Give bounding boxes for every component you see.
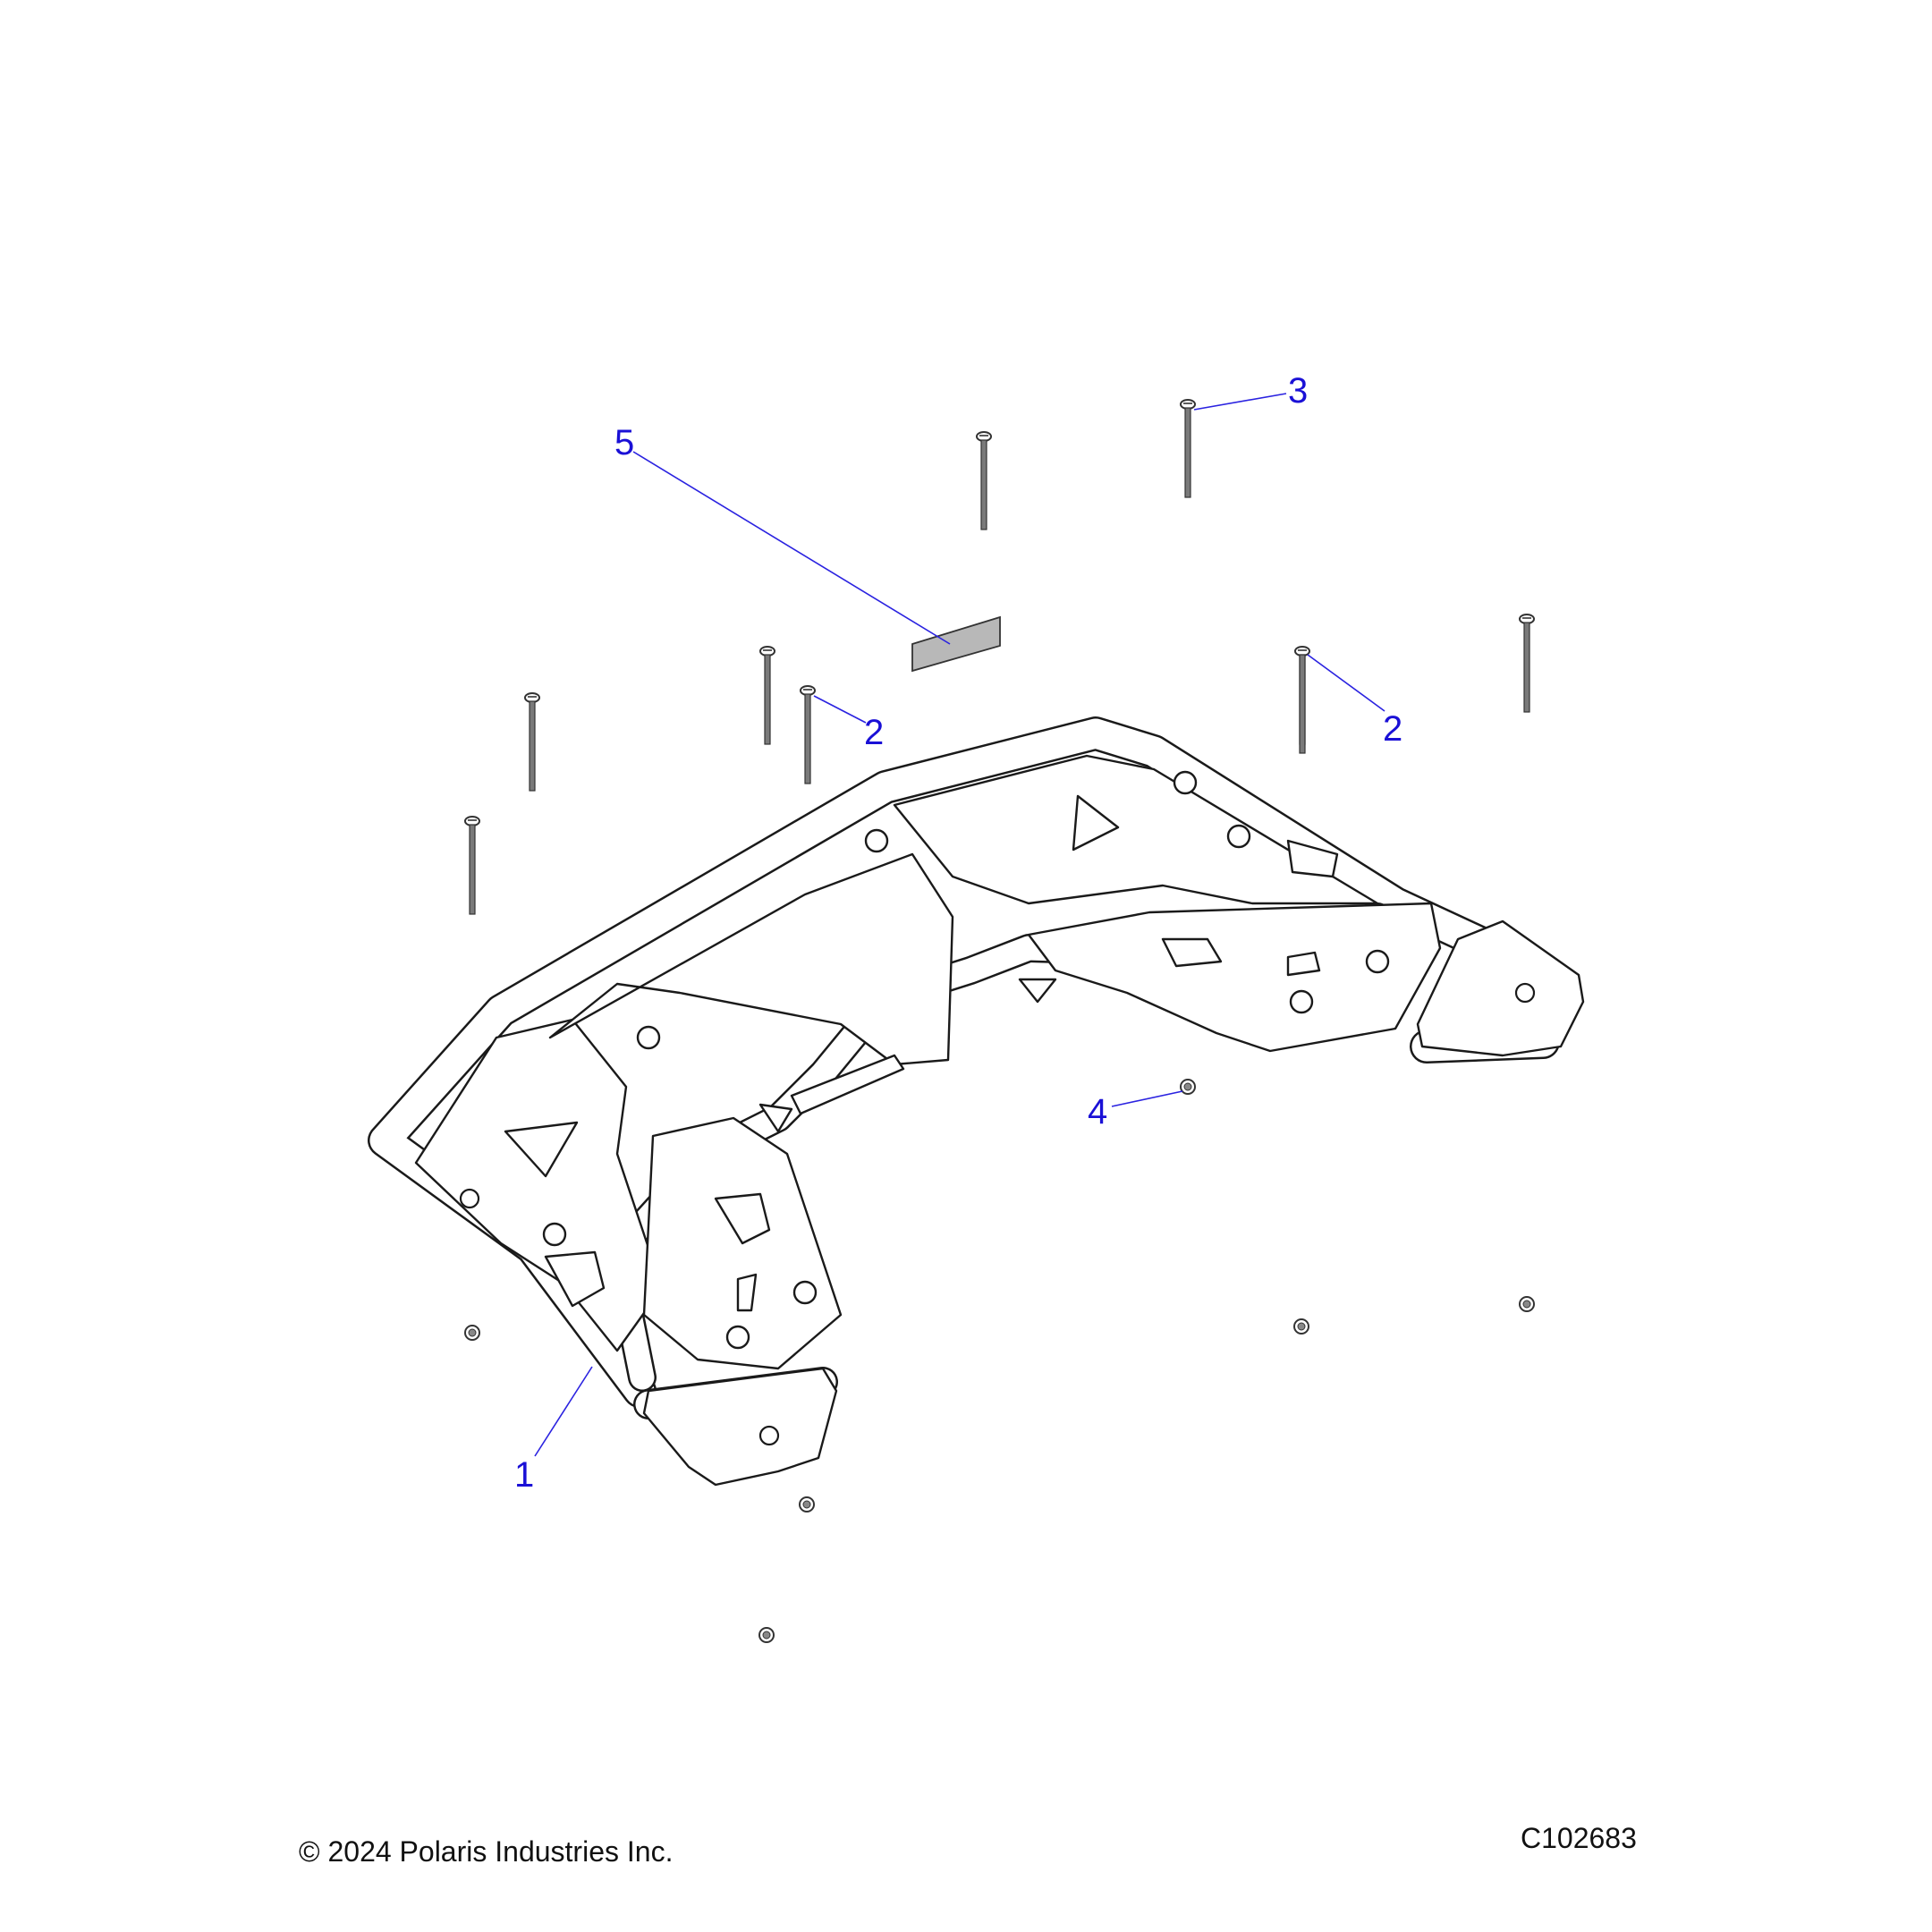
nut-part-4 (1180, 1079, 1196, 1095)
bolts (464, 399, 1535, 915)
callout-2-right: 2 (1383, 709, 1402, 749)
callouts: 5 3 2 2 4 1 (514, 371, 1402, 1495)
nut (799, 1496, 815, 1513)
right-rear-plate (1027, 902, 1442, 1053)
bolt (464, 816, 480, 915)
rear-rack-assembly (368, 716, 1585, 1487)
callout-1: 1 (514, 1455, 534, 1495)
left-front-plate (414, 1018, 664, 1352)
bolt (1519, 614, 1535, 713)
callout-2-left: 2 (864, 713, 884, 752)
nut (758, 1627, 775, 1643)
bolt (759, 646, 775, 745)
bolt (976, 431, 992, 530)
leader-lines (534, 393, 1385, 1457)
nut (1519, 1296, 1535, 1312)
copyright-text: © 2024 Polaris Industries Inc. (299, 1835, 674, 1868)
left-end-cap (642, 1367, 838, 1487)
callout-3: 3 (1288, 371, 1308, 411)
right-end-cap (1416, 919, 1585, 1057)
callout-4: 4 (1088, 1092, 1107, 1131)
callout-5: 5 (614, 423, 634, 462)
nut (464, 1325, 480, 1341)
right-front-plate (893, 754, 1379, 905)
center-plate (548, 852, 954, 1066)
bolt-part-2-left (800, 685, 816, 784)
nut (1293, 1318, 1309, 1335)
figure-id: C102683 (1521, 1822, 1637, 1854)
bolt-part-3 (1180, 399, 1196, 498)
bolt (524, 692, 540, 792)
decal (911, 615, 1001, 673)
